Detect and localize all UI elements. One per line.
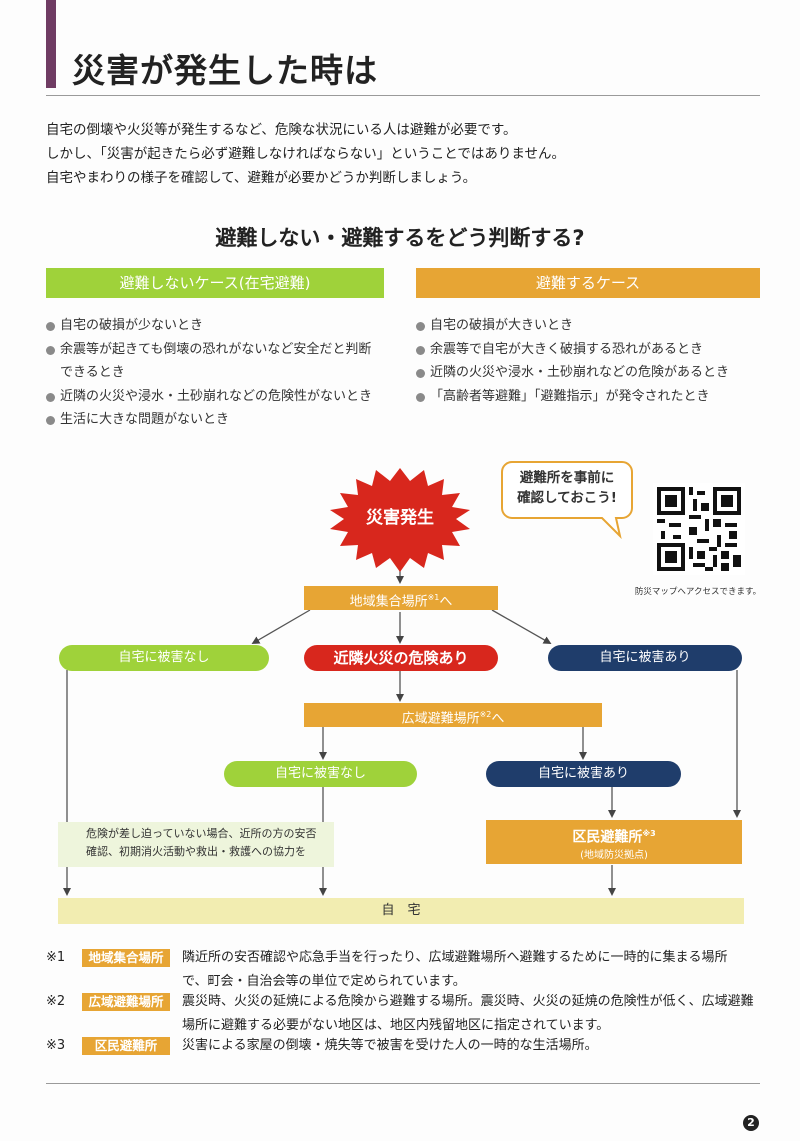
speech-bubble <box>501 461 633 540</box>
ward-shelter-box: 区民避難所※3 (地域防災拠点) <box>486 820 742 864</box>
footnote-1: ※1 地域集合場所 隣近所の安否確認や応急手当を行ったり、広域避難場所へ避難する… <box>46 946 760 994</box>
list-item: 余震等で自宅が大きく破損する恐れがあるとき <box>416 338 729 362</box>
disaster-starburst <box>330 468 470 572</box>
intro-line-3: 自宅やまわりの様子を確認して、避難が必要かどうか判断しましょう。 <box>46 170 477 186</box>
help-note-line-1: 危険が差し迫っていない場合、近所の方の安否 <box>86 827 317 840</box>
speech-line-2: 確認しておこう! <box>517 490 617 506</box>
speech-bubble-text: 避難所を事前に 確認しておこう! <box>502 468 632 508</box>
intro-line-2: しかし、「災害が起きたら必ず避難しなければならない」ということではありません。 <box>46 146 565 162</box>
no-damage-pill-2: 自宅に被害なし <box>224 761 417 787</box>
footnote-text: 災害による家屋の倒壊・焼失等で被害を受けた人の一時的な生活場所。 <box>182 1034 598 1058</box>
list-item: 余震等が起きても倒壊の恐れがないなど安全だと判断 <box>46 338 372 362</box>
evacuate-case-list: 自宅の破損が大きいとき 余震等で自宅が大きく破損する恐れがあるとき 近隣の火災や… <box>416 314 729 408</box>
stay-case-heading: 避難しないケース(在宅避難) <box>46 268 384 298</box>
footnote-mark: ※2 <box>46 994 66 1009</box>
speech-line-1: 避難所を事前に <box>519 470 615 486</box>
local-gathering-suffix: へ <box>439 594 453 610</box>
title-accent-bar <box>46 0 56 88</box>
footnote-line: 災害による家屋の倒壊・焼失等で被害を受けた人の一時的な生活場所。 <box>182 1038 598 1053</box>
section-question: 避難しない・避難するをどう判断する? <box>215 226 585 250</box>
no-damage-pill: 自宅に被害なし <box>59 645 269 671</box>
damage-pill: 自宅に被害あり <box>548 645 742 671</box>
damage-pill-2: 自宅に被害あり <box>486 761 681 787</box>
help-note-box: 危険が差し迫っていない場合、近所の方の安否 確認、初期消火活動や救出・救護への協… <box>58 822 334 867</box>
fire-danger-pill: 近隣火災の危険あり <box>304 645 498 671</box>
list-item-continuation: できるとき <box>60 365 125 380</box>
list-item: 近隣の火災や浸水・土砂崩れなどの危険性がないとき <box>46 385 372 409</box>
wide-area-ref: ※2 <box>479 710 492 719</box>
qr-caption: 防災マップへアクセスできます。 <box>634 587 762 597</box>
footnote-text: 隣近所の安否確認や応急手当を行ったり、広域避難場所へ避難するために一時的に集まる… <box>182 946 727 994</box>
list-item: 「高齢者等避難」「避難指示」が発令されたとき <box>416 385 729 409</box>
footnote-mark: ※1 <box>46 950 66 965</box>
ward-shelter-ref: ※3 <box>642 829 656 838</box>
title-divider <box>46 95 760 96</box>
page-title: 災害が発生した時は <box>72 51 378 90</box>
disaster-label: 災害発生 <box>366 508 434 528</box>
stay-case-list: 自宅の破損が少ないとき 余震等が起きても倒壊の恐れがないなど安全だと判断 できる… <box>46 314 372 432</box>
footnote-line: 震災時、火災の延焼による危険から避難する場所。震災時、火災の延焼の危険性が低く、… <box>182 994 754 1009</box>
footnote-2: ※2 広域避難場所 震災時、火災の延焼による危険から避難する場所。震災時、火災の… <box>46 990 760 1038</box>
wide-area-box: 広域避難場所※2へ <box>304 703 602 727</box>
ward-shelter-label: 区民避難所 <box>572 829 643 846</box>
home-bar: 自 宅 <box>58 898 744 924</box>
footnote-line: 場所に避難する必要がない地区は、地区内残留地区に指定されています。 <box>182 1018 610 1033</box>
local-gathering-box: 地域集合場所※1へ <box>304 586 498 610</box>
local-gathering-ref: ※1 <box>427 593 440 602</box>
wide-area-suffix: へ <box>491 711 505 727</box>
footer-divider <box>46 1083 760 1084</box>
evacuate-case-heading: 避難するケース <box>416 268 760 298</box>
local-gathering-label: 地域集合場所 <box>349 594 428 610</box>
footnote-tag: 地域集合場所 <box>82 949 170 967</box>
footnote-tag: 広域避難場所 <box>82 993 170 1011</box>
list-item: 自宅の破損が大きいとき <box>416 314 729 338</box>
footnote-line: 隣近所の安否確認や応急手当を行ったり、広域避難場所へ避難するために一時的に集まる… <box>182 950 728 965</box>
page-number: 2 <box>743 1115 759 1131</box>
list-item: 近隣の火災や浸水・土砂崩れなどの危険があるとき <box>416 361 729 385</box>
footnote-3: ※3 区民避難所 災害による家屋の倒壊・焼失等で被害を受けた人の一時的な生活場所… <box>46 1034 760 1058</box>
footnote-text: 震災時、火災の延焼による危険から避難する場所。震災時、火災の延焼の危険性が低く、… <box>182 990 754 1038</box>
footnote-tag: 区民避難所 <box>82 1037 170 1055</box>
qr-code[interactable] <box>653 483 745 575</box>
intro-line-1: 自宅の倒壊や火災等が発生するなど、危険な状況にいる人は避難が必要です。 <box>46 122 517 138</box>
list-item: 自宅の破損が少ないとき <box>46 314 372 338</box>
ward-shelter-sub: (地域防災拠点) <box>580 849 648 861</box>
list-item: 生活に大きな問題がないとき <box>46 408 372 432</box>
help-note-line-2: 確認、初期消火活動や救出・救護への協力を <box>86 845 306 858</box>
footnote-mark: ※3 <box>46 1038 66 1053</box>
footnote-line: で、町会・自治会等の単位で定められています。 <box>182 974 466 989</box>
wide-area-label: 広域避難場所 <box>401 711 480 727</box>
